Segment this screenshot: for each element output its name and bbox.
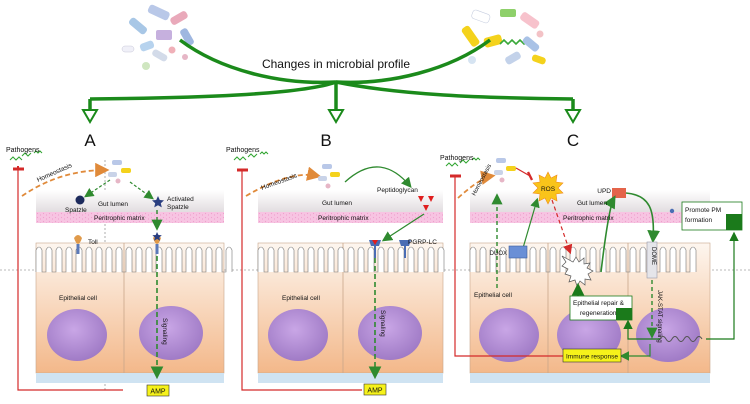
diagram-title: Changes in microbial profile bbox=[262, 57, 410, 71]
duox-box bbox=[508, 245, 528, 259]
panel-b: Pathogens Homeostasis Peptidoglycan Gut … bbox=[226, 147, 445, 396]
gut-lumen-label-c: Gut lumen bbox=[577, 200, 607, 207]
activated-spatzle-label-2: Spatzle bbox=[167, 204, 189, 211]
panel-letter-c: C bbox=[567, 131, 579, 150]
activated-spatzle-icon bbox=[152, 196, 164, 208]
upd-label: UPD bbox=[597, 188, 611, 195]
peptidoglycan-label: Peptidoglycan bbox=[377, 187, 418, 194]
duox-label: DUOX bbox=[490, 251, 507, 257]
panel-letter-a: A bbox=[84, 131, 96, 150]
gut-lumen-label-a: Gut lumen bbox=[98, 201, 128, 208]
damaged-cell-icon bbox=[561, 255, 594, 287]
epithelial-label-c: Epithelial cell bbox=[474, 292, 512, 299]
immune-response-label: Immune response bbox=[566, 354, 618, 361]
signaling-label-a: Signaling bbox=[161, 318, 168, 345]
panel-letter-b: B bbox=[320, 131, 331, 150]
main-branch-arrows bbox=[88, 38, 575, 112]
epithelial-label-a: Epithelial cell bbox=[59, 295, 97, 302]
amp-label-b: AMP bbox=[367, 388, 383, 395]
ros-label: ROS bbox=[541, 186, 556, 193]
epithelial-label-b: Epithelial cell bbox=[282, 295, 320, 302]
panel-a: Pathogens Homeostasis Spatzle Gut lumen … bbox=[6, 147, 233, 397]
jak-stat-label: JAK-STAT signaling bbox=[656, 290, 662, 343]
pgrp-lc-receptor-active-icon bbox=[369, 240, 381, 258]
amp-label-a: AMP bbox=[150, 389, 166, 396]
ros-burst-icon bbox=[532, 171, 564, 205]
peritrophic-label-c: Peritrophic matrix bbox=[563, 215, 614, 222]
repair-label-2: regeneration bbox=[580, 310, 617, 317]
homeostasis-label-a: Homeostasis bbox=[36, 162, 74, 184]
pgrp-lc-receptor-icon bbox=[399, 240, 411, 258]
dome-receptor bbox=[646, 241, 658, 279]
toll-label: Toll bbox=[88, 239, 98, 246]
microbe-icon-c bbox=[494, 158, 516, 183]
repair-label-1: Epithelial repair & bbox=[573, 300, 625, 307]
pathogens-label-b: Pathogens bbox=[226, 147, 260, 154]
amp-box-b bbox=[363, 383, 387, 396]
peritrophic-label-a: Peritrophic matrix bbox=[94, 215, 145, 222]
microbe-cluster-left bbox=[121, 4, 194, 70]
pathogens-label-a: Pathogens bbox=[6, 147, 40, 154]
dome-label: DOME bbox=[650, 247, 656, 265]
microbe-icon-b bbox=[318, 164, 340, 189]
pgrp-lc-label: PGRP-LC bbox=[408, 239, 437, 246]
branch-arrowheads bbox=[81, 109, 582, 124]
toll-receptor-active-icon bbox=[152, 232, 162, 254]
homeostasis-label-b: Homeostasis bbox=[260, 172, 298, 192]
promote-pm-label-1: Promote PM bbox=[685, 207, 721, 214]
upd-box bbox=[612, 188, 626, 198]
microbe-icon-a bbox=[108, 160, 131, 184]
gut-lumen-label-b: Gut lumen bbox=[322, 200, 352, 207]
signaling-label-b: Signaling bbox=[379, 310, 386, 337]
peptidoglycan-icon bbox=[418, 196, 434, 211]
activated-spatzle-label-1: Activated bbox=[167, 196, 194, 203]
pathogens-label-c: Pathogens bbox=[440, 155, 474, 162]
immune-response-box bbox=[562, 348, 622, 363]
peritrophic-label-b: Peritrophic matrix bbox=[318, 215, 369, 222]
dna-icon bbox=[659, 336, 703, 342]
spatzle-icon bbox=[75, 195, 85, 205]
promote-pm-label-2: formation bbox=[685, 217, 712, 224]
spatzle-label: Spatzle bbox=[65, 207, 87, 214]
amp-box-a bbox=[146, 384, 170, 397]
panel-c: Pathogens Homeostasis ROS DUOX UPD Gut l… bbox=[440, 155, 743, 383]
toll-receptor-icon bbox=[74, 235, 82, 254]
microbe-cluster-right bbox=[461, 9, 546, 65]
